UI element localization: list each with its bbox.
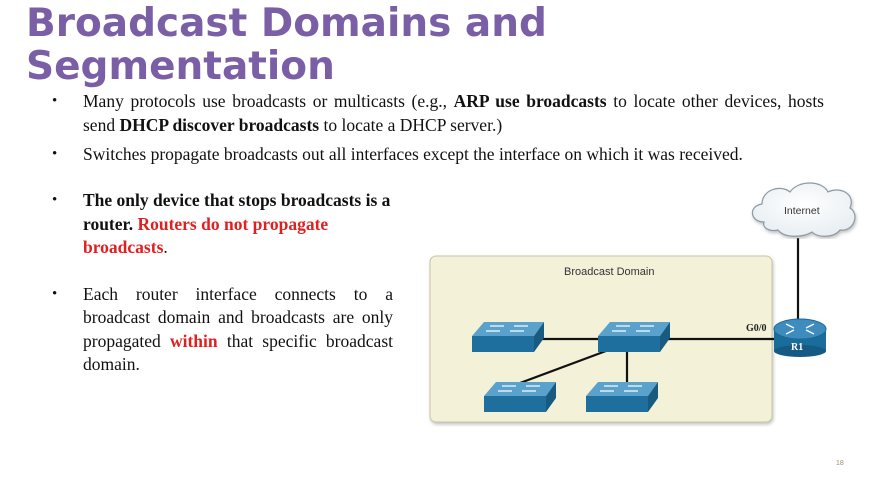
bullet-dot: • [52, 146, 58, 162]
switch-arrows-icon [498, 385, 540, 392]
bullet-dot: • [52, 93, 58, 109]
bold-arp: ARP use broadcasts [453, 91, 607, 111]
bullet-protocols: •Many protocols use broadcasts or multic… [52, 91, 824, 135]
router-arrows-icon [785, 323, 815, 335]
bullet-switches: •Switches propagate broadcasts out all i… [52, 143, 824, 167]
bullet-router-stops: •The only device that stops broadcasts i… [52, 190, 391, 257]
bullet-dot: • [52, 285, 58, 302]
switch-arrows-icon [612, 325, 654, 332]
broadcast-domain-diagram: Broadcast Domain Internet [429, 182, 856, 423]
interface-label: G0/0 [746, 323, 767, 334]
broadcast-domain-label: Broadcast Domain [564, 266, 655, 278]
switch-arrows-icon [486, 325, 528, 332]
internet-cloud: Internet [751, 182, 856, 237]
bullet-list-top: •Many protocols use broadcasts or multic… [52, 90, 824, 167]
slide-title: Broadcast Domains and Segmentation [26, 1, 547, 89]
bullet-router-interface: •Each router interface connects to a bro… [52, 283, 393, 375]
router-label: R1 [791, 342, 803, 353]
internet-label: Internet [784, 205, 820, 217]
page-number: 18 [836, 460, 844, 467]
switch-arrows-icon [600, 385, 642, 392]
switch-4 [586, 382, 658, 412]
bullet-list-left: •The only device that stops broadcasts i… [52, 189, 393, 377]
switch-1 [472, 322, 544, 352]
switch-2 [598, 322, 670, 352]
switch-3 [484, 382, 556, 412]
router-r1: R1 [773, 318, 827, 357]
cloud-icon [751, 182, 856, 237]
bullet-dot: • [52, 192, 58, 208]
link-switch2-switch3 [511, 346, 615, 388]
bold-dhcp: DHCP discover broadcasts [119, 114, 320, 135]
network-links [511, 238, 800, 388]
